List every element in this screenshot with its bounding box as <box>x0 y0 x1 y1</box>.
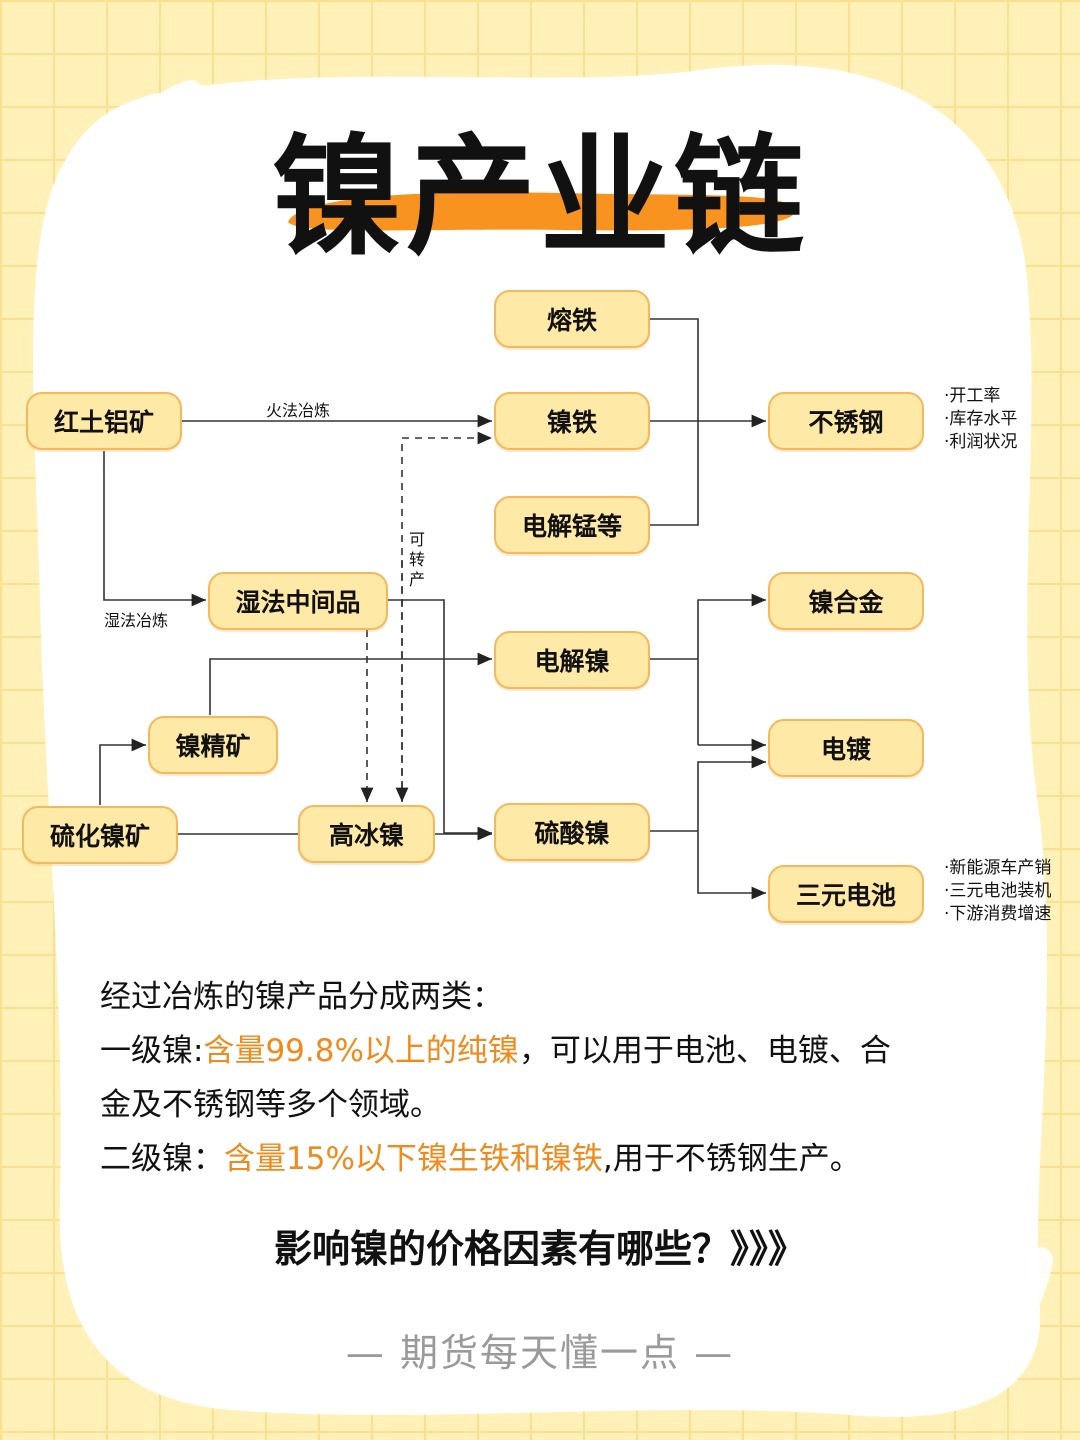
level1-highlight: 含量99.8%以上的纯镍 <box>203 1033 519 1069</box>
level1-line: 一级镍:含量99.8%以上的纯镍，可以用于电池、电镀、合 <box>100 1033 891 1069</box>
factor-item: ·开工率 <box>944 386 1001 406</box>
node-nickel-alloy: 镍合金 <box>768 572 924 630</box>
node-laterite-ore: 红土铝矿 <box>26 392 182 450</box>
factor-item: ·三元电池装机 <box>944 881 1052 901</box>
node-nickel-sulfate: 硫酸镍 <box>494 803 650 861</box>
explanation-text: 经过冶炼的镍产品分成两类： 一级镍:含量99.8%以上的纯镍，可以用于电池、电镀… <box>100 970 1000 1186</box>
factor-item: ·新能源车产销 <box>944 858 1052 878</box>
node-hydromet-intermediate: 湿法中间品 <box>208 572 388 630</box>
stainless-factors: ·开工率 ·库存水平 ·利润状况 <box>944 385 1017 454</box>
label-hydrometallurgy: 湿法冶炼 <box>104 611 169 630</box>
node-sulfide-ore: 硫化镍矿 <box>22 806 178 864</box>
battery-factors: ·新能源车产销 ·三元电池装机 ·下游消费增速 <box>944 857 1051 926</box>
node-electroplating: 电镀 <box>768 719 924 777</box>
node-electrolytic-manganese: 电解锰等 <box>494 496 650 554</box>
label-convertible: 可转产 <box>408 530 425 589</box>
node-molten-iron: 熔铁 <box>494 290 650 348</box>
node-electrolytic-nickel: 电解镍 <box>494 631 650 689</box>
node-nickel-concentrate: 镍精矿 <box>148 716 278 774</box>
level1-line-cont: 金及不锈钢等多个领域。 <box>100 1087 441 1123</box>
flow-connectors <box>99 318 766 900</box>
footer-brand: — 期货每天懂一点 — <box>345 1331 735 1375</box>
intro-line: 经过冶炼的镍产品分成两类： <box>100 979 503 1015</box>
title-underline <box>288 192 796 231</box>
label-pyrometallurgy: 火法冶炼 <box>266 401 331 420</box>
node-ferronickel: 镍铁 <box>494 392 650 450</box>
level2-line: 二级镍：含量15%以下镍生铁和镍铁,用于不锈钢生产。 <box>100 1141 861 1177</box>
node-ternary-battery: 三元电池 <box>768 865 924 923</box>
factor-item: ·库存水平 <box>944 409 1018 429</box>
page-title: 镍产业链 <box>271 121 808 273</box>
price-factors-question[interactable]: 影响镍的价格因素有哪些？》》》 <box>273 1227 806 1271</box>
level2-highlight: 含量15%以下镍生铁和镍铁 <box>224 1141 603 1177</box>
node-nickel-matte: 高冰镍 <box>298 805 435 863</box>
node-stainless-steel: 不锈钢 <box>768 392 924 450</box>
factor-item: ·下游消费增速 <box>944 904 1052 924</box>
factor-item: ·利润状况 <box>944 432 1018 452</box>
